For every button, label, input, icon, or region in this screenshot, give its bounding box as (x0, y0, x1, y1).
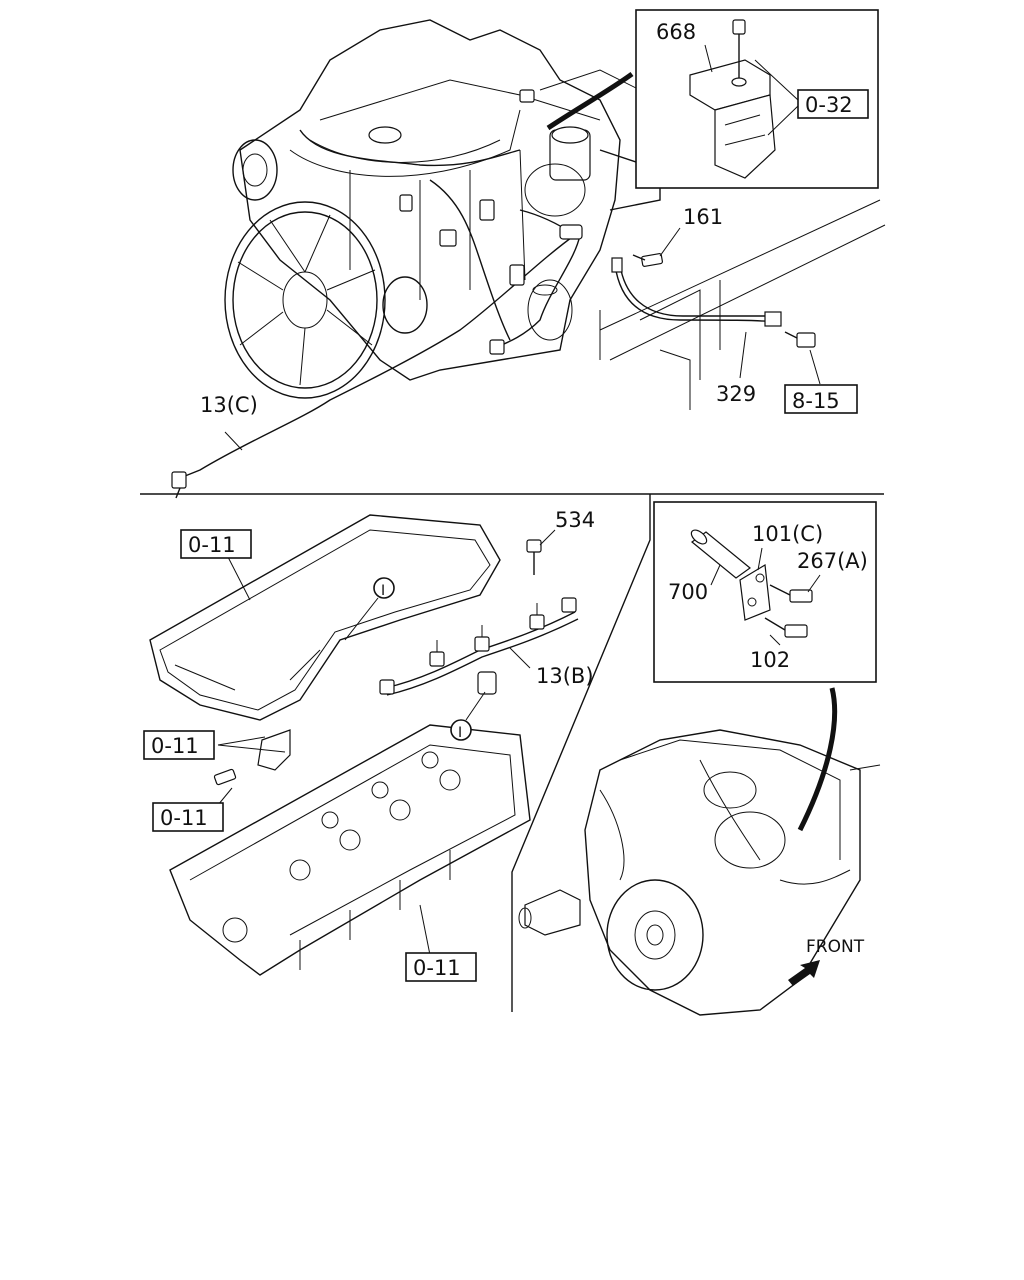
ref-0-11-label-a: 0-11 (188, 533, 236, 557)
circle-i-label-1: I (381, 583, 385, 599)
engine-rear-view-illustration (518, 687, 881, 1016)
circle-i-label-2: I (458, 725, 462, 741)
engine-assembly-top-illustration (171, 19, 886, 499)
ref-0-11-box-a (180, 529, 252, 559)
ref-0-11-box-b (143, 730, 215, 760)
part-13b-label: 13(B) (536, 664, 594, 688)
callout-labels: 668 0-32 161 13(C) 329 8-15 534 0-11 I 1… (143, 20, 869, 982)
ref-0-11-label-b: 0-11 (151, 734, 199, 758)
ref-0-32-box (797, 89, 869, 119)
ref-8-15-label: 8-15 (792, 389, 840, 413)
part-13c-label: 13(C) (200, 393, 258, 417)
sleeve-bracket-inset-panel (653, 501, 877, 683)
part-700-label: 700 (668, 580, 708, 604)
circle-i-marker-1 (373, 577, 395, 599)
ref-8-15-box (784, 384, 858, 414)
part-101c-label: 101(C) (752, 522, 823, 546)
ref-0-11-label-c: 0-11 (160, 806, 208, 830)
ref-0-32-label: 0-32 (805, 93, 853, 117)
part-161-label: 161 (683, 205, 723, 229)
leader-lines-inset (710, 547, 821, 646)
part-668-label: 668 (656, 20, 696, 44)
part-534-label: 534 (555, 508, 595, 532)
leader-lines-bottom-left (217, 529, 556, 956)
ref-0-11-label-d: 0-11 (413, 956, 461, 980)
ref-0-11-box-d (405, 952, 477, 982)
diagonal-divider (511, 494, 651, 1012)
leader-lines-top (224, 44, 821, 451)
part-267a-label: 267(A) (797, 549, 868, 573)
circle-i-marker-2 (450, 719, 472, 741)
cylinder-head-cover-illustration (149, 514, 579, 976)
ref-0-11-box-c (152, 802, 224, 832)
part-102-label: 102 (750, 648, 790, 672)
front-direction-label: FRONT (806, 937, 865, 957)
part-329-label: 329 (716, 382, 756, 406)
